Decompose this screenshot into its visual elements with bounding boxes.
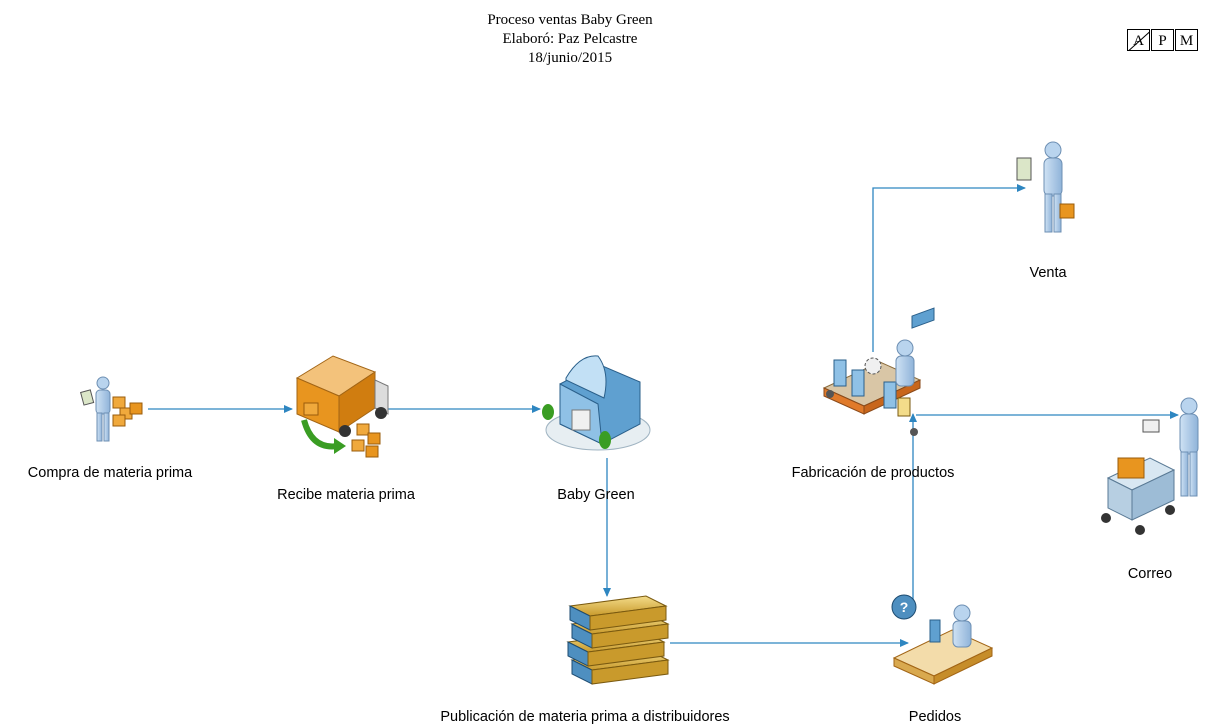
sales-person-icon [1016,141,1075,233]
node-label-baby: Baby Green [557,487,635,503]
connectors [148,184,1179,647]
diagram-header: Proceso ventas Baby Green Elaboró: Paz P… [400,11,740,68]
buyer-person-icon [80,376,143,442]
node-label-fabricacion: Fabricación de productos [791,465,955,481]
office-building-icon [542,355,651,451]
mail-cart-icon [1101,397,1199,535]
node-label-compra: Compra de materia prima [27,465,193,481]
order-desk-icon: ? [891,307,994,685]
svg-text:?: ? [900,599,909,615]
node-label-correo: Correo [1127,566,1173,582]
connector-fabricacion-venta [872,184,1026,352]
node-label-pedidos: Pedidos [908,709,962,725]
node-label-recibe: Recibe materia prima [277,487,415,503]
node-label-publicacion: Publicación de materia prima a distribui… [440,709,730,725]
books-stack-icon [566,595,670,685]
delivery-truck-icon [295,355,389,458]
node-label-venta: Venta [1029,265,1067,281]
assembly-line-icon [822,339,922,436]
logo-letter-p: P [1151,29,1174,51]
diagram-title: Proceso ventas Baby Green [487,12,653,28]
apm-logo: A P M [1127,29,1199,51]
logo-letter-m: M [1175,29,1198,51]
diagram-author: Elaboró: Paz Pelcastre [502,31,638,47]
diagram-date: 18/junio/2015 [527,50,613,66]
logo-letter-a: A [1127,29,1150,51]
